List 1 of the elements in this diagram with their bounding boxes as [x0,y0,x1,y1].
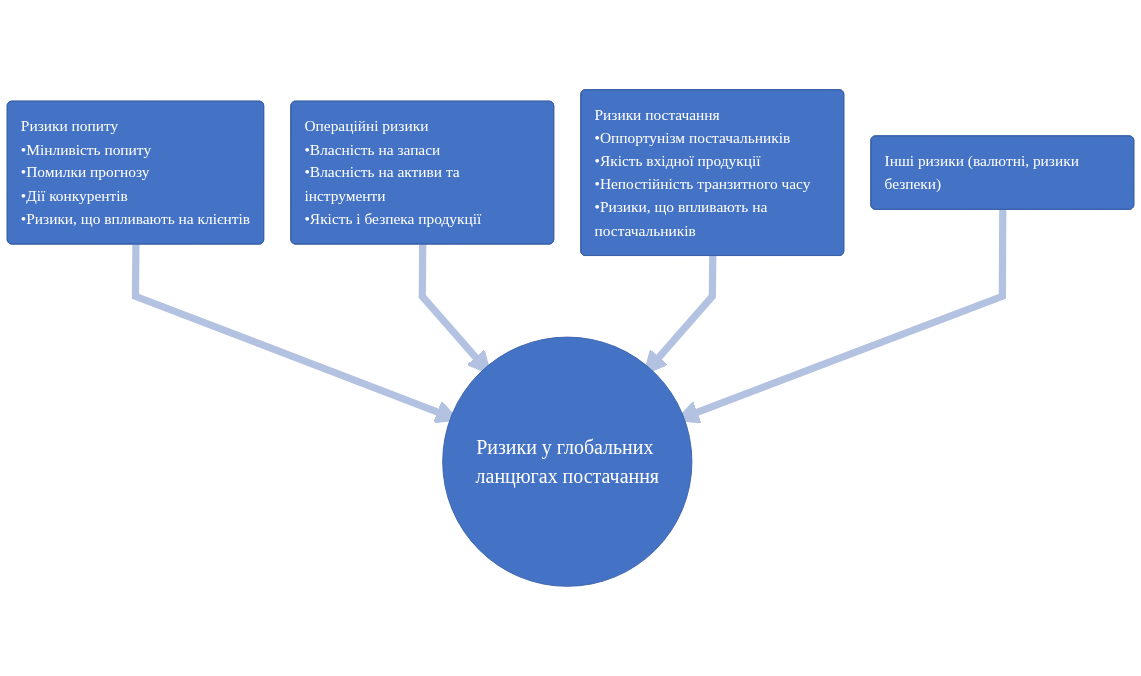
node-circle: Ризики у глобальних ланцюгах постачання [442,336,693,587]
